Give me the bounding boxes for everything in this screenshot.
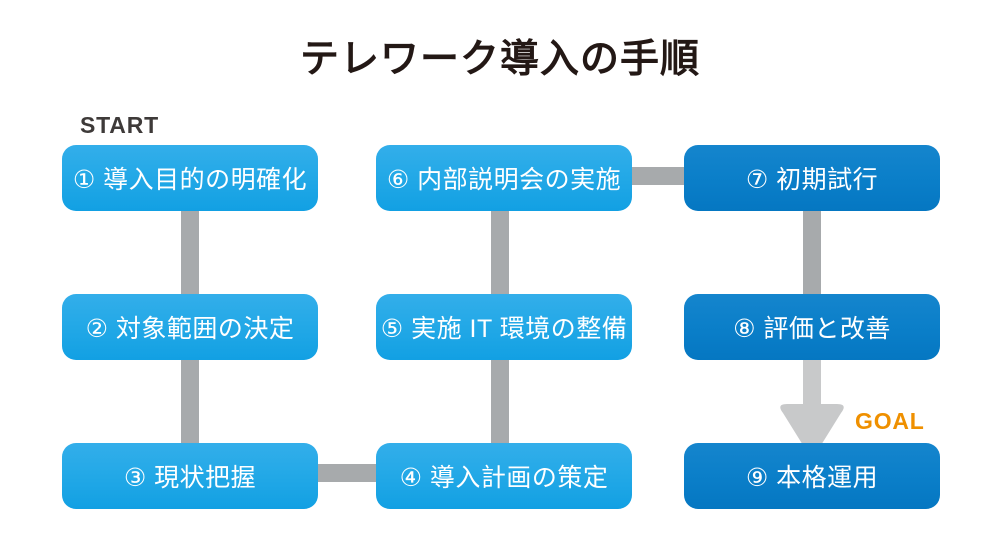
connector-step7-step8 — [803, 200, 821, 310]
connector-step2-step3 — [181, 350, 199, 460]
step-box-7[interactable]: ⑦ 初期試行 — [684, 145, 940, 211]
step-box-6[interactable]: ⑥ 内部説明会の実施 — [376, 145, 632, 211]
connector-step6-step7 — [618, 167, 698, 185]
step-box-3[interactable]: ③ 現状把握 — [62, 443, 318, 509]
step-box-8[interactable]: ⑧ 評価と改善 — [684, 294, 940, 360]
step-box-9-label: ⑨ 本格運用 — [745, 464, 879, 492]
step-box-1-label: ① 導入目的の明確化 — [72, 166, 308, 194]
goal-down-arrow-icon — [780, 352, 844, 454]
step-box-8-label: ⑧ 評価と改善 — [733, 315, 891, 343]
step-box-2[interactable]: ② 対象範囲の決定 — [62, 294, 318, 360]
step-box-9[interactable]: ⑨ 本格運用 — [684, 443, 940, 509]
step-box-4[interactable]: ④ 導入計画の策定 — [376, 443, 632, 509]
step-box-4-label: ④ 導入計画の策定 — [399, 464, 609, 492]
step-box-6-label: ⑥ 内部説明会の実施 — [386, 166, 622, 194]
connector-step4-step5 — [491, 350, 509, 460]
page-title: テレワーク導入の手順 — [299, 38, 700, 81]
step-box-5-label: ⑤ 実施 IT 環境の整備 — [380, 315, 628, 343]
step-box-1[interactable]: ① 導入目的の明確化 — [62, 145, 318, 211]
connector-step1-step2 — [181, 200, 199, 310]
step-box-3-label: ③ 現状把握 — [123, 464, 257, 492]
step-box-2-label: ② 対象範囲の決定 — [85, 315, 295, 343]
connector-step3-step4 — [308, 464, 388, 482]
start-label: START — [80, 112, 159, 138]
step-box-5[interactable]: ⑤ 実施 IT 環境の整備 — [376, 294, 632, 360]
connector-step5-step6 — [491, 200, 509, 310]
step-box-7-label: ⑦ 初期試行 — [745, 166, 879, 194]
goal-label: GOAL — [855, 408, 925, 434]
